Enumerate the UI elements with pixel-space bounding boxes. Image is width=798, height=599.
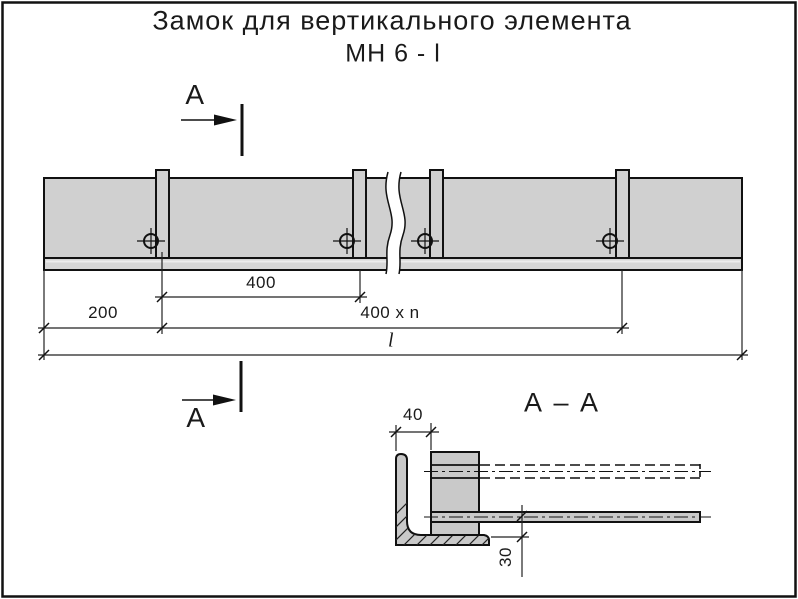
dim-40-ticks [390,426,437,438]
section-label-top: А [185,79,205,110]
holes [137,228,624,254]
dim-label-400: 400 [246,273,276,292]
dimension-lines [38,296,748,356]
hole [137,228,165,254]
drawing-title: Замок для вертикального элемента [152,5,632,36]
drawing-subtitle: МН 6 - l [345,39,441,68]
section-arrow-icon [213,394,236,406]
dim-30-ticks [516,510,528,543]
lock-tab [615,169,630,259]
dim-label-length: l [387,329,395,352]
section-view-title: А – А [523,387,601,418]
break-symbol [385,171,406,275]
section-cut-top [181,104,244,156]
dimension-ticks [38,291,748,361]
section-label-bottom: А [186,402,206,433]
hole [596,228,624,254]
lock-tab [352,169,367,259]
dim-label-400xn: 400 x n [360,303,420,322]
section-arrow-icon [214,114,237,126]
dim-40-lines [389,423,439,451]
lock-tab [429,169,444,259]
hidden-rod [424,464,711,479]
dim-label-40: 40 [403,405,423,424]
dim-label-30: 30 [496,547,515,567]
hole [411,228,439,254]
section-cut-bottom [182,361,243,412]
dim-label-200: 200 [88,303,118,322]
hole [333,228,361,254]
